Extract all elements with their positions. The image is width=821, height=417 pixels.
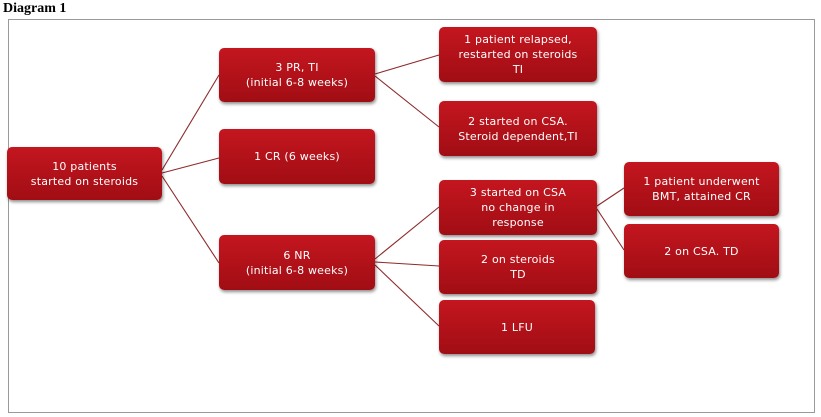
node-relapsed: 1 patient relapsed, restarted on steroid… xyxy=(439,27,597,82)
node-csa-nochange-line-1: 3 started on CSA xyxy=(469,186,567,199)
connector-nochange-csa-td xyxy=(596,208,625,251)
node-nr: 6 NR (initial 6-8 weeks) xyxy=(219,235,375,290)
node-pr: 3 PR, TI (initial 6-8 weeks) xyxy=(219,48,375,102)
node-lfu: 1 LFU xyxy=(439,300,595,354)
node-bmt-line-1: 1 patient underwent xyxy=(643,175,760,188)
connector-root-nr xyxy=(161,175,220,264)
connector-nr-lfu xyxy=(374,264,440,327)
node-root: 10 patients started on steroids xyxy=(7,147,162,200)
node-root-line-1: 10 patients xyxy=(52,159,117,173)
node-csa-td: 2 on CSA. TD xyxy=(624,224,779,278)
node-csa-nochange: 3 started on CSA no change in response xyxy=(439,180,597,235)
connector-pr-csa-dep xyxy=(374,75,440,128)
connector-pr-relapsed xyxy=(374,54,440,75)
node-csa-dependent-line-2: Steroid dependent,TI xyxy=(458,129,578,143)
node-cr: 1 CR (6 weeks) xyxy=(219,129,375,184)
node-csa-dependent-line-1: 2 started on CSA. xyxy=(468,114,568,128)
node-csa-dependent: 2 started on CSA. Steroid dependent,TI xyxy=(439,101,597,156)
node-relapsed-line-3: TI xyxy=(512,63,524,76)
node-steroids-td-line-2: TD xyxy=(510,268,526,281)
node-steroids-td: 2 on steroids TD xyxy=(439,240,597,294)
connector-nochange-bmt xyxy=(596,187,625,207)
node-bmt-line-2: BMT, attained CR xyxy=(652,190,751,203)
node-steroids-td-line-1: 2 on steroids xyxy=(481,253,555,266)
connector-nr-csa-nochange xyxy=(374,206,440,260)
node-bmt: 1 patient underwent BMT, attained CR xyxy=(624,162,779,216)
connector-root-cr xyxy=(161,157,220,174)
node-root-line-2: started on steroids xyxy=(30,174,139,188)
node-csa-nochange-line-2: no change in xyxy=(481,201,555,214)
diagram-frame xyxy=(8,19,815,413)
node-pr-line-1: 3 PR, TI xyxy=(275,61,319,74)
node-pr-line-2: (initial 6-8 weeks) xyxy=(245,76,349,89)
node-relapsed-line-1: 1 patient relapsed, xyxy=(464,33,572,46)
diagram-caption: Diagram 1 xyxy=(3,1,67,16)
connector-root-pr xyxy=(161,74,220,171)
node-relapsed-line-2: restarted on steroids xyxy=(458,48,578,61)
connector-nr-steroids-td xyxy=(374,261,440,267)
node-cr-line-1: 1 CR (6 weeks) xyxy=(254,150,340,163)
node-csa-nochange-line-3: response xyxy=(492,216,544,229)
node-nr-line-1: 6 NR xyxy=(283,248,311,262)
node-lfu-line-1: 1 LFU xyxy=(500,320,533,334)
node-csa-td-line-1: 2 on CSA. TD xyxy=(664,244,739,258)
node-nr-line-2: (initial 6-8 weeks) xyxy=(245,263,349,277)
